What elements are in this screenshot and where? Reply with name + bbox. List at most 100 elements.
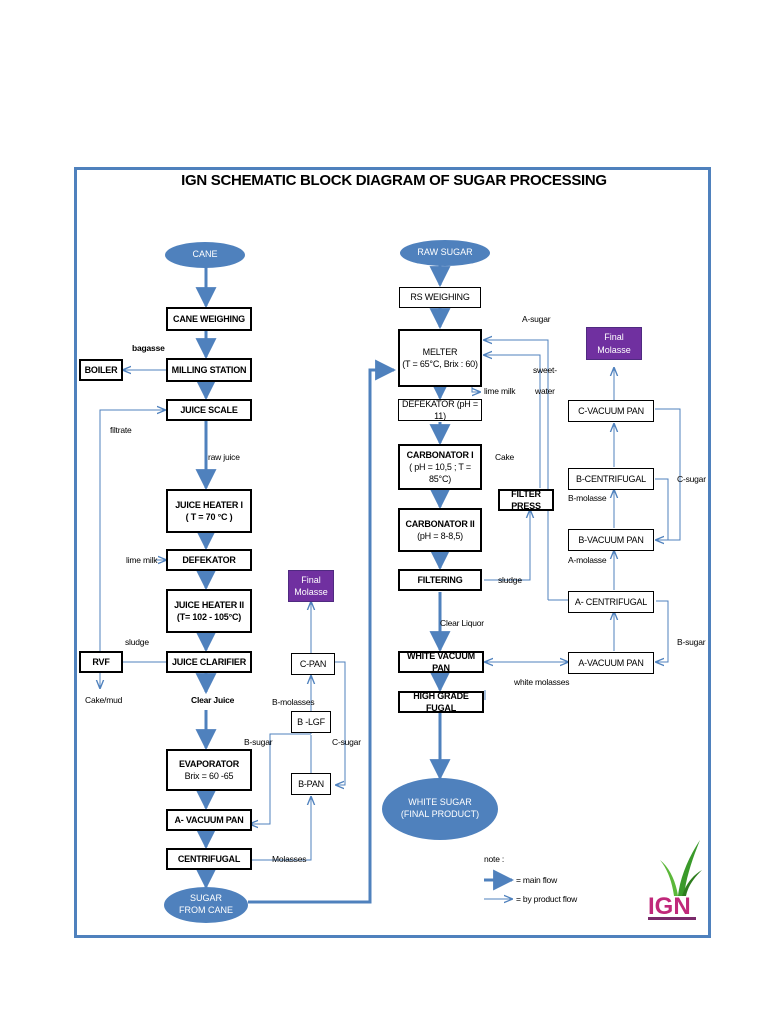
sugar-from-cane-label-2: FROM CANE [179, 905, 233, 915]
carbonator-2-label: CARBONATOR II [405, 518, 475, 529]
evaporator-box: EVAPORATOR Brix = 60 -65 [166, 749, 252, 791]
a-centrifugal-box: A- CENTRIFUGAL [568, 591, 654, 613]
final-molasse-label-1: Final [301, 574, 321, 585]
b-sugar-label-left: B-sugar [244, 737, 273, 747]
rvf-label: RVF [92, 656, 110, 667]
juice-heater-1-label: JUICE HEATER I [175, 499, 243, 510]
sweet-water-label-2: water [535, 386, 555, 396]
juice-heater-1-box: JUICE HEATER I ( T = 70 °C ) [166, 489, 252, 533]
a-sugar-label: A-sugar [522, 314, 551, 324]
c-vacuum-pan-label: C-VACUUM PAN [578, 405, 644, 416]
diagram-frame [74, 167, 711, 938]
milling-station-box: MILLING STATION [166, 358, 252, 382]
legend-by-product-flow: = by product flow [516, 894, 578, 904]
melter-conditions: (T = 65°C, Brix : 60) [402, 359, 478, 369]
cane-weighing-label: CANE WEIGHING [173, 313, 245, 324]
rs-weighing-label: RS WEIGHING [410, 292, 470, 303]
white-sugar-label: WHITE SUGAR [408, 797, 472, 808]
defekator-right-label: DEFEKATOR (pH = 11) [402, 398, 478, 421]
raw-sugar-label: RAW SUGAR [417, 247, 473, 258]
grass-leaf-icon: IGN [648, 840, 702, 920]
carbonator-1-box: CARBONATOR I ( pH = 10,5 ; T = 85°C) [398, 444, 482, 490]
a-centrifugal-label: A- CENTRIFUGAL [574, 596, 648, 607]
molasses-label: Molasses [272, 854, 307, 864]
b-pan-label: B-PAN [298, 778, 324, 789]
legend-main-flow: = main flow [516, 875, 558, 885]
juice-heater-1-temp: ( T = 70 °C ) [185, 512, 233, 522]
raw-juice-label: raw juice [208, 452, 240, 462]
melter-box: MELTER (T = 65°C, Brix : 60) [398, 329, 482, 387]
clear-liquor-label: Clear Liquor [440, 618, 484, 628]
sludge-label-right: sludge [498, 575, 522, 585]
centrifugal-label: CENTRIFUGAL [177, 853, 241, 864]
c-pan-box: C-PAN [291, 653, 335, 675]
juice-clarifier-label: JUICE CLARIFIER [171, 656, 246, 667]
white-vacuum-pan-box: WHITE VACUUM PAN [398, 651, 484, 673]
svg-text:IGN: IGN [648, 893, 691, 920]
white-vacuum-pan-label: WHITE VACUUM PAN [407, 650, 475, 673]
c-sugar-label-left: C-sugar [332, 737, 361, 747]
a-vacuum-pan-box: A- VACUUM PAN [166, 809, 252, 831]
b-lgf-label: B -LGF [297, 716, 325, 727]
boiler-label: BOILER [84, 364, 118, 375]
carbonator-1-conditions: ( pH = 10,5 ; T = 85°C) [409, 461, 471, 485]
b-vacuum-pan-label: B-VACUUM PAN [578, 534, 644, 545]
carbonator-2-conditions: (pH = 8-8,5) [417, 531, 463, 541]
c-pan-label: C-PAN [299, 658, 327, 669]
filtrate-label: filtrate [110, 425, 132, 435]
defekator-right-box: DEFEKATOR (pH = 11) [398, 399, 482, 421]
a-vacuum-pan-right-box: A-VACUUM PAN [568, 652, 654, 674]
centrifugal-box: CENTRIFUGAL [166, 848, 252, 870]
cane-oval: CANE [165, 242, 245, 268]
diagram-title: IGN SCHEMATIC BLOCK DIAGRAM OF SUGAR PRO… [181, 172, 607, 189]
rvf-box: RVF [79, 651, 123, 673]
c-vacuum-pan-box: C-VACUUM PAN [568, 400, 654, 422]
carbonator-1-label: CARBONATOR I [406, 449, 474, 460]
high-grade-fugal-label: HIGH GRADE FUGAL [413, 690, 469, 713]
milling-station-label: MILLING STATION [171, 364, 247, 375]
b-sugar-label-right: B-sugar [677, 637, 706, 647]
cane-weighing-box: CANE WEIGHING [166, 307, 252, 331]
defekator-label: DEFEKATOR [182, 554, 236, 565]
ign-logo: IGN [644, 838, 704, 924]
lime-milk-label: lime milk [126, 555, 158, 565]
juice-scale-box: JUICE SCALE [166, 399, 252, 421]
cake-label: Cake [495, 452, 515, 462]
filtering-box: FILTERING [398, 569, 482, 591]
boiler-box: BOILER [79, 359, 123, 381]
white-sugar-label-2: (FINAL PRODUCT) [400, 809, 480, 819]
b-pan-box: B-PAN [291, 773, 331, 795]
evaporator-brix: Brix = 60 -65 [184, 771, 234, 781]
b-molasses-label: B-molasses [272, 697, 315, 707]
c-sugar-label-right: C-sugar [677, 474, 706, 484]
final-molasse-box-left: Final Molasse [288, 570, 334, 602]
sludge-label: sludge [125, 637, 149, 647]
defekator-box: DEFEKATOR [166, 549, 252, 571]
bagasse-label: bagasse [132, 343, 165, 353]
melter-label: MELTER [422, 346, 458, 357]
a-vacuum-pan-right-label: A-VACUUM PAN [578, 657, 644, 668]
a-vacuum-pan-label: A- VACUUM PAN [174, 814, 244, 825]
juice-heater-2-label: JUICE HEATER II [174, 599, 244, 610]
juice-heater-2-temp: (T= 102 - 105°C) [176, 612, 242, 622]
evaporator-label: EVAPORATOR [178, 758, 239, 769]
juice-scale-label: JUICE SCALE [180, 404, 238, 415]
b-molasse-label: B-molasse [568, 493, 607, 503]
white-molasses-label: white molasses [514, 677, 570, 687]
lime-milk-label-right: lime milk [484, 386, 516, 396]
white-sugar-oval: WHITE SUGAR (FINAL PRODUCT) [382, 778, 498, 840]
filtering-label: FILTERING [417, 574, 463, 585]
b-centrifugal-label: B-CENTRIFUGAL [576, 473, 646, 484]
rs-weighing-box: RS WEIGHING [399, 287, 481, 308]
b-vacuum-pan-box: B-VACUUM PAN [568, 529, 654, 551]
filter-press-box: FILTER PRESS [498, 489, 554, 511]
sweet-water-label: sweet- [533, 365, 557, 375]
final-molasse-label-2: Molasse [294, 587, 328, 597]
carbonator-2-box: CARBONATOR II (pH = 8-8,5) [398, 508, 482, 552]
final-molasse-box-right: Final Molasse [586, 327, 642, 360]
juice-clarifier-box: JUICE CLARIFIER [166, 651, 252, 673]
b-centrifugal-box: B-CENTRIFUGAL [568, 468, 654, 490]
high-grade-fugal-box: HIGH GRADE FUGAL [398, 691, 484, 713]
cane-label: CANE [192, 249, 218, 260]
